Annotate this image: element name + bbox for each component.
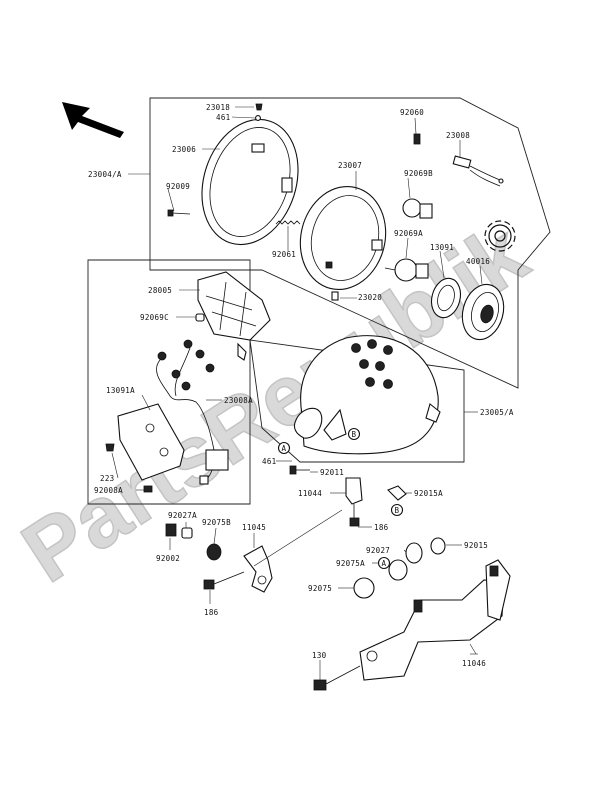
- screw-92009[interactable]: [167, 209, 191, 217]
- bulb-92069b[interactable]: [402, 133, 433, 219]
- label-40016[interactable]: 40016: [466, 257, 490, 266]
- bolt-92011[interactable]: [289, 465, 310, 475]
- spring-92061[interactable]: [275, 220, 301, 225]
- label-92075b[interactable]: 92075B: [202, 518, 231, 527]
- label-130[interactable]: 130: [312, 651, 327, 660]
- label-23020[interactable]: 23020: [358, 293, 382, 302]
- shell-group-frame: [249, 339, 465, 463]
- svg-text:A: A: [382, 559, 387, 568]
- label-23004a[interactable]: 23004/A: [88, 170, 122, 179]
- bolt-186b[interactable]: [203, 571, 245, 590]
- part-labels: 23018 461 23006 23004/A 92009 92060 2300…: [88, 103, 514, 668]
- upper-group-frame: [149, 97, 551, 389]
- clip-23020[interactable]: [331, 291, 339, 301]
- label-92069c[interactable]: 92069C: [140, 313, 169, 322]
- holder-28005[interactable]: [197, 271, 271, 361]
- bolt-223[interactable]: [105, 443, 115, 452]
- bolt-92002[interactable]: [165, 523, 177, 537]
- label-23007[interactable]: 23007: [338, 161, 362, 170]
- label-92075[interactable]: 92075: [308, 584, 332, 593]
- grommet-92069c[interactable]: [195, 313, 205, 322]
- label-186-b[interactable]: 186: [204, 608, 219, 617]
- label-223[interactable]: 223: [100, 474, 114, 483]
- gear-icon: [484, 220, 516, 252]
- label-92027a[interactable]: 92027A: [168, 511, 197, 520]
- label-23008a[interactable]: 23008A: [224, 396, 253, 405]
- svg-text:A: A: [282, 444, 287, 453]
- screw-23018[interactable]: [255, 103, 263, 121]
- label-92015a[interactable]: 92015A: [414, 489, 443, 498]
- ref-circle-a-2: A: [377, 556, 391, 570]
- harness-23008a[interactable]: [156, 339, 229, 485]
- socket-13091[interactable]: [427, 275, 464, 321]
- bolt-186a[interactable]: [349, 517, 360, 527]
- label-92009[interactable]: 92009: [166, 182, 190, 191]
- bracket-11044[interactable]: [345, 477, 363, 518]
- collar-92027a[interactable]: [181, 527, 193, 539]
- svg-text:B: B: [352, 430, 357, 439]
- damper-92075[interactable]: [353, 577, 375, 599]
- label-23018[interactable]: 23018: [206, 103, 230, 112]
- ref-circle-b-2: B: [390, 503, 404, 517]
- label-23008[interactable]: 23008: [446, 131, 470, 140]
- svg-text:B: B: [395, 506, 400, 515]
- label-92075a[interactable]: 92075A: [336, 559, 365, 568]
- ref-circle-a: A: [277, 441, 291, 455]
- label-461-a[interactable]: 461: [216, 113, 230, 122]
- bracket-13091a[interactable]: [117, 403, 185, 481]
- collar-92027[interactable]: [405, 542, 423, 564]
- mount-11045[interactable]: [243, 509, 343, 593]
- ref-circle-b: B: [347, 427, 361, 441]
- watermark: PartsRepublik: [6, 205, 543, 601]
- label-92069a[interactable]: 92069A: [394, 229, 423, 238]
- middle-group-frame: [87, 259, 251, 505]
- leader-lines: [111, 106, 483, 680]
- stay-11046[interactable]: [359, 559, 511, 681]
- label-92002[interactable]: 92002: [156, 554, 180, 563]
- label-11045[interactable]: 11045: [242, 523, 266, 532]
- label-11046[interactable]: 11046: [462, 659, 486, 668]
- position-bulb-23008[interactable]: [452, 155, 504, 187]
- label-92069b[interactable]: 92069B: [404, 169, 433, 178]
- bolt-130[interactable]: [313, 665, 361, 691]
- label-28005[interactable]: 28005: [148, 286, 172, 295]
- nut-92015[interactable]: [430, 537, 446, 555]
- label-92060[interactable]: 92060: [400, 108, 424, 117]
- nut-92015a[interactable]: [387, 485, 407, 501]
- label-92061[interactable]: 92061: [272, 250, 296, 259]
- reflector-unit[interactable]: [290, 177, 397, 298]
- damper-92075a[interactable]: [388, 559, 408, 581]
- label-13091a[interactable]: 13091A: [106, 386, 135, 395]
- cover-40016[interactable]: [456, 280, 509, 344]
- headlight-rim[interactable]: [186, 107, 313, 257]
- label-23005a[interactable]: 23005/A: [480, 408, 514, 417]
- label-92027[interactable]: 92027: [366, 546, 390, 555]
- label-186-a[interactable]: 186: [374, 523, 389, 532]
- headlight-shell[interactable]: [293, 335, 441, 455]
- bulb-92069a[interactable]: [384, 258, 429, 282]
- label-461-b[interactable]: 461: [262, 457, 276, 466]
- label-92015[interactable]: 92015: [464, 541, 488, 550]
- screw-92008a[interactable]: [143, 485, 153, 493]
- label-92011[interactable]: 92011: [320, 468, 344, 477]
- label-23006[interactable]: 23006: [172, 145, 196, 154]
- label-11044[interactable]: 11044: [298, 489, 322, 498]
- label-13091[interactable]: 13091: [430, 243, 454, 252]
- label-92008a[interactable]: 92008A: [94, 486, 123, 495]
- damper-92075b[interactable]: [206, 543, 222, 561]
- direction-arrow-icon: [62, 102, 124, 138]
